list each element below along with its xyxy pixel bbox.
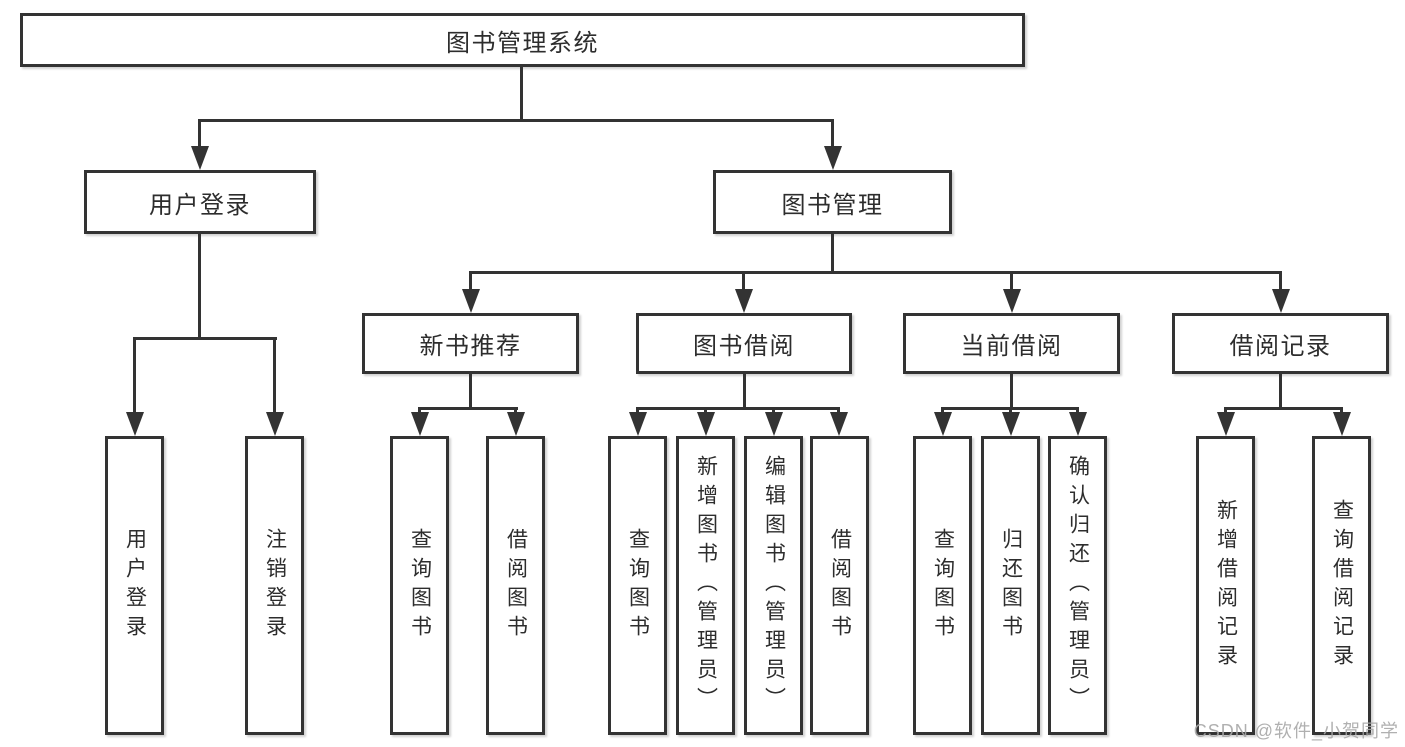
leaf-confirm-return-admin: 确认归还（管理员） — [1048, 436, 1107, 735]
leaf-user-login: 用户登录 — [105, 436, 164, 735]
arrow-nb-borrow — [507, 412, 525, 436]
edge-new-book-trunk — [469, 374, 472, 410]
arrow-to-borrow-records — [1272, 289, 1290, 313]
arrow-bb-add — [697, 412, 715, 436]
edge-borrow-records-split — [1224, 407, 1343, 410]
edge-book-borrow-trunk — [743, 374, 746, 410]
leaf-query-borrow-record: 查询借阅记录 — [1312, 436, 1371, 735]
arrow-to-leaf-logout — [266, 412, 284, 436]
edge-to-leaf-logout-stem — [273, 337, 276, 414]
leaf-add-books-admin: 新增图书（管理员） — [676, 436, 735, 735]
arrow-bb-borrow — [830, 412, 848, 436]
edge-root-trunk — [520, 67, 523, 121]
edge-user-login-trunk — [198, 234, 201, 340]
leaf-current-query-books: 查询图书 — [913, 436, 972, 735]
edge-bb-borrow-stem — [837, 407, 840, 415]
node-book-management: 图书管理 — [713, 170, 952, 234]
edge-to-user-login-stem — [198, 119, 201, 150]
edge-book-management-trunk — [831, 234, 834, 274]
arrow-cb-confirm — [1069, 412, 1087, 436]
edge-borrow-records-trunk — [1279, 374, 1282, 410]
edge-current-borrow-trunk — [1010, 374, 1013, 410]
arrow-cb-query — [934, 412, 952, 436]
arrow-cb-return — [1002, 412, 1020, 436]
arrow-to-current-borrow — [1003, 289, 1021, 313]
arrow-to-leaf-login — [126, 412, 144, 436]
arrow-to-user-login — [191, 146, 209, 170]
edge-to-new-book-stem — [469, 271, 472, 291]
edge-cb-return-stem — [1009, 407, 1012, 415]
leaf-return-books: 归还图书 — [981, 436, 1040, 735]
edge-book-management-split — [469, 271, 1282, 274]
arrow-bb-edit — [765, 412, 783, 436]
arrow-to-book-management — [824, 146, 842, 170]
leaf-newbook-query-books: 查询图书 — [390, 436, 449, 735]
edge-bb-edit-stem — [772, 407, 775, 415]
edge-nb-borrow-stem — [514, 407, 517, 415]
arrow-bb-query — [629, 412, 647, 436]
arrow-to-new-book — [462, 289, 480, 313]
node-user-login: 用户登录 — [84, 170, 316, 234]
edge-to-current-borrow-stem — [1010, 271, 1013, 291]
edge-to-book-management-stem — [831, 119, 834, 150]
edge-user-login-split — [133, 337, 277, 340]
node-borrow-records: 借阅记录 — [1172, 313, 1389, 374]
node-current-borrow: 当前借阅 — [903, 313, 1120, 374]
leaf-add-borrow-record: 新增借阅记录 — [1196, 436, 1255, 735]
arrow-nb-query — [411, 412, 429, 436]
arrow-br-add — [1217, 412, 1235, 436]
edge-br-add-stem — [1224, 407, 1227, 415]
edge-cb-confirm-stem — [1076, 407, 1079, 415]
leaf-borrow-query-books: 查询图书 — [608, 436, 667, 735]
edge-br-query-stem — [1340, 407, 1343, 415]
edge-to-borrow-records-stem — [1279, 271, 1282, 291]
leaf-borrow-books: 借阅图书 — [810, 436, 869, 735]
node-book-borrow: 图书借阅 — [636, 313, 852, 374]
node-new-book-recommend: 新书推荐 — [362, 313, 579, 374]
edge-nb-query-stem — [418, 407, 421, 415]
leaf-logout: 注销登录 — [245, 436, 304, 735]
watermark: CSDN @软件_小贺同学 — [1193, 721, 1399, 741]
arrow-to-book-borrow — [735, 289, 753, 313]
edge-root-split — [198, 119, 834, 122]
edge-to-leaf-login-stem — [133, 337, 136, 414]
edge-to-book-borrow-stem — [742, 271, 745, 291]
edge-book-borrow-split — [636, 407, 840, 410]
edge-new-book-split — [418, 407, 518, 410]
edge-bb-add-stem — [704, 407, 707, 415]
edge-bb-query-stem — [636, 407, 639, 415]
arrow-br-query — [1333, 412, 1351, 436]
edge-cb-query-stem — [941, 407, 944, 415]
leaf-newbook-borrow-books: 借阅图书 — [486, 436, 545, 735]
node-library-management-system: 图书管理系统 — [20, 13, 1025, 67]
leaf-edit-books-admin: 编辑图书（管理员） — [744, 436, 803, 735]
